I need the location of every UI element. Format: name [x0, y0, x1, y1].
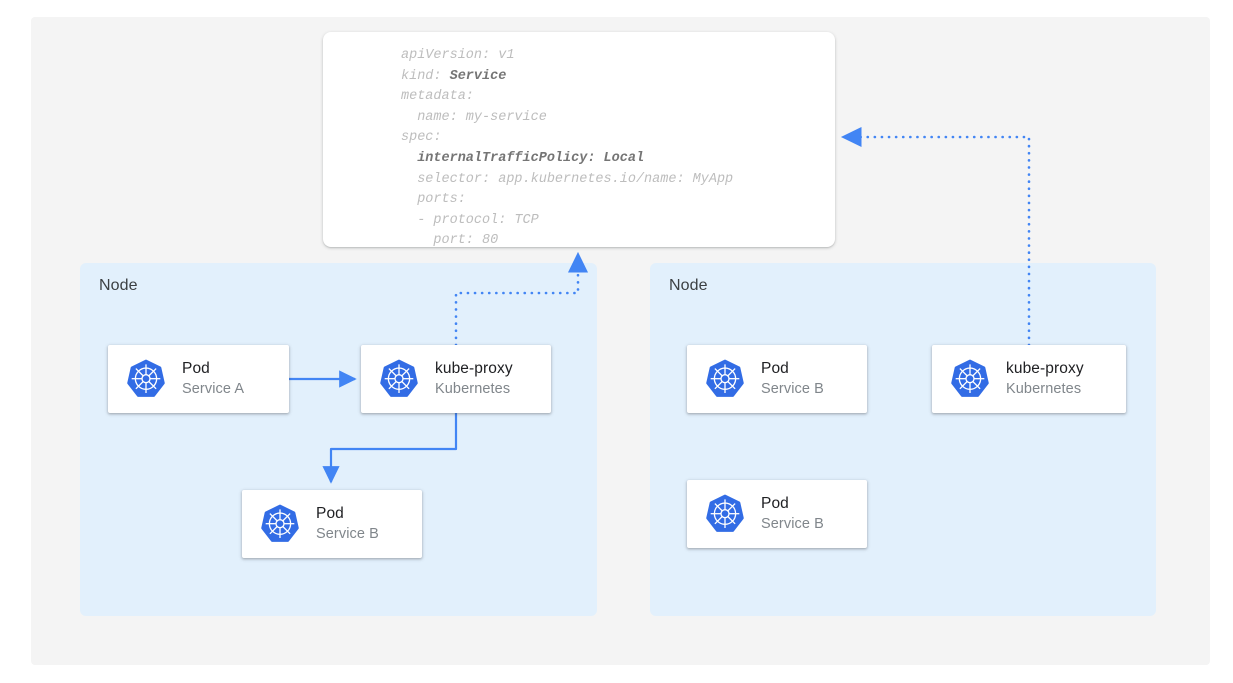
service-spec-line: apiVersion: v1: [401, 48, 515, 63]
card-title: kube-proxy: [435, 360, 513, 377]
node-label-left: Node: [99, 277, 138, 294]
card-pod-service-b-right-top[interactable]: Pod Service B: [687, 345, 867, 413]
card-kube-proxy-left[interactable]: kube-proxy Kubernetes: [361, 345, 551, 413]
card-title: Pod: [182, 360, 210, 377]
card-subtitle: Service A: [182, 381, 245, 397]
card-pod-service-b-left[interactable]: Pod Service B: [242, 490, 422, 558]
card-subtitle: Kubernetes: [1006, 381, 1082, 397]
card-title: Pod: [761, 360, 789, 377]
service-spec-line: name: my-service: [401, 109, 547, 125]
kubernetes-icon: [951, 359, 989, 397]
service-spec-emphasis: Service: [449, 68, 507, 84]
kubernetes-icon: [127, 359, 165, 397]
card-pod-service-b-right-bottom[interactable]: Pod Service B: [687, 480, 867, 548]
node-panel-left: Node: [80, 263, 597, 616]
service-spec-line: selector: app.kubernetes.io/name: MyApp: [401, 171, 734, 187]
service-spec-card: apiVersion: v1 kind: Service metadata: nam…: [323, 32, 835, 247]
card-subtitle: Service B: [761, 516, 824, 532]
service-spec-line: metadata:: [401, 89, 474, 105]
kubernetes-icon: [261, 504, 299, 542]
kubernetes-icon: [380, 359, 418, 397]
service-spec-line: ports:: [401, 192, 466, 208]
card-title: kube-proxy: [1006, 360, 1084, 377]
service-spec-line: kind: Service: [401, 68, 507, 84]
service-spec-line: spec:: [401, 130, 442, 146]
kubernetes-icon: [706, 494, 744, 532]
service-spec-code: apiVersion: v1 kind: Service metadata: nam…: [401, 46, 733, 247]
card-subtitle: Service B: [316, 526, 379, 542]
service-spec-line: - protocol: TCP: [401, 212, 539, 228]
node-label-right: Node: [669, 277, 708, 294]
card-title: Pod: [761, 495, 789, 512]
card-kube-proxy-right[interactable]: kube-proxy Kubernetes: [932, 345, 1126, 413]
node-panel-right: Node: [650, 263, 1156, 616]
card-pod-service-a[interactable]: Pod Service A: [108, 345, 289, 413]
card-title: Pod: [316, 505, 344, 522]
card-subtitle: Service B: [761, 381, 824, 397]
kubernetes-icon: [706, 359, 744, 397]
card-subtitle: Kubernetes: [435, 381, 511, 397]
service-spec-line: internalTrafficPolicy: Local: [401, 150, 645, 166]
service-spec-line: port: 80: [401, 233, 499, 247]
